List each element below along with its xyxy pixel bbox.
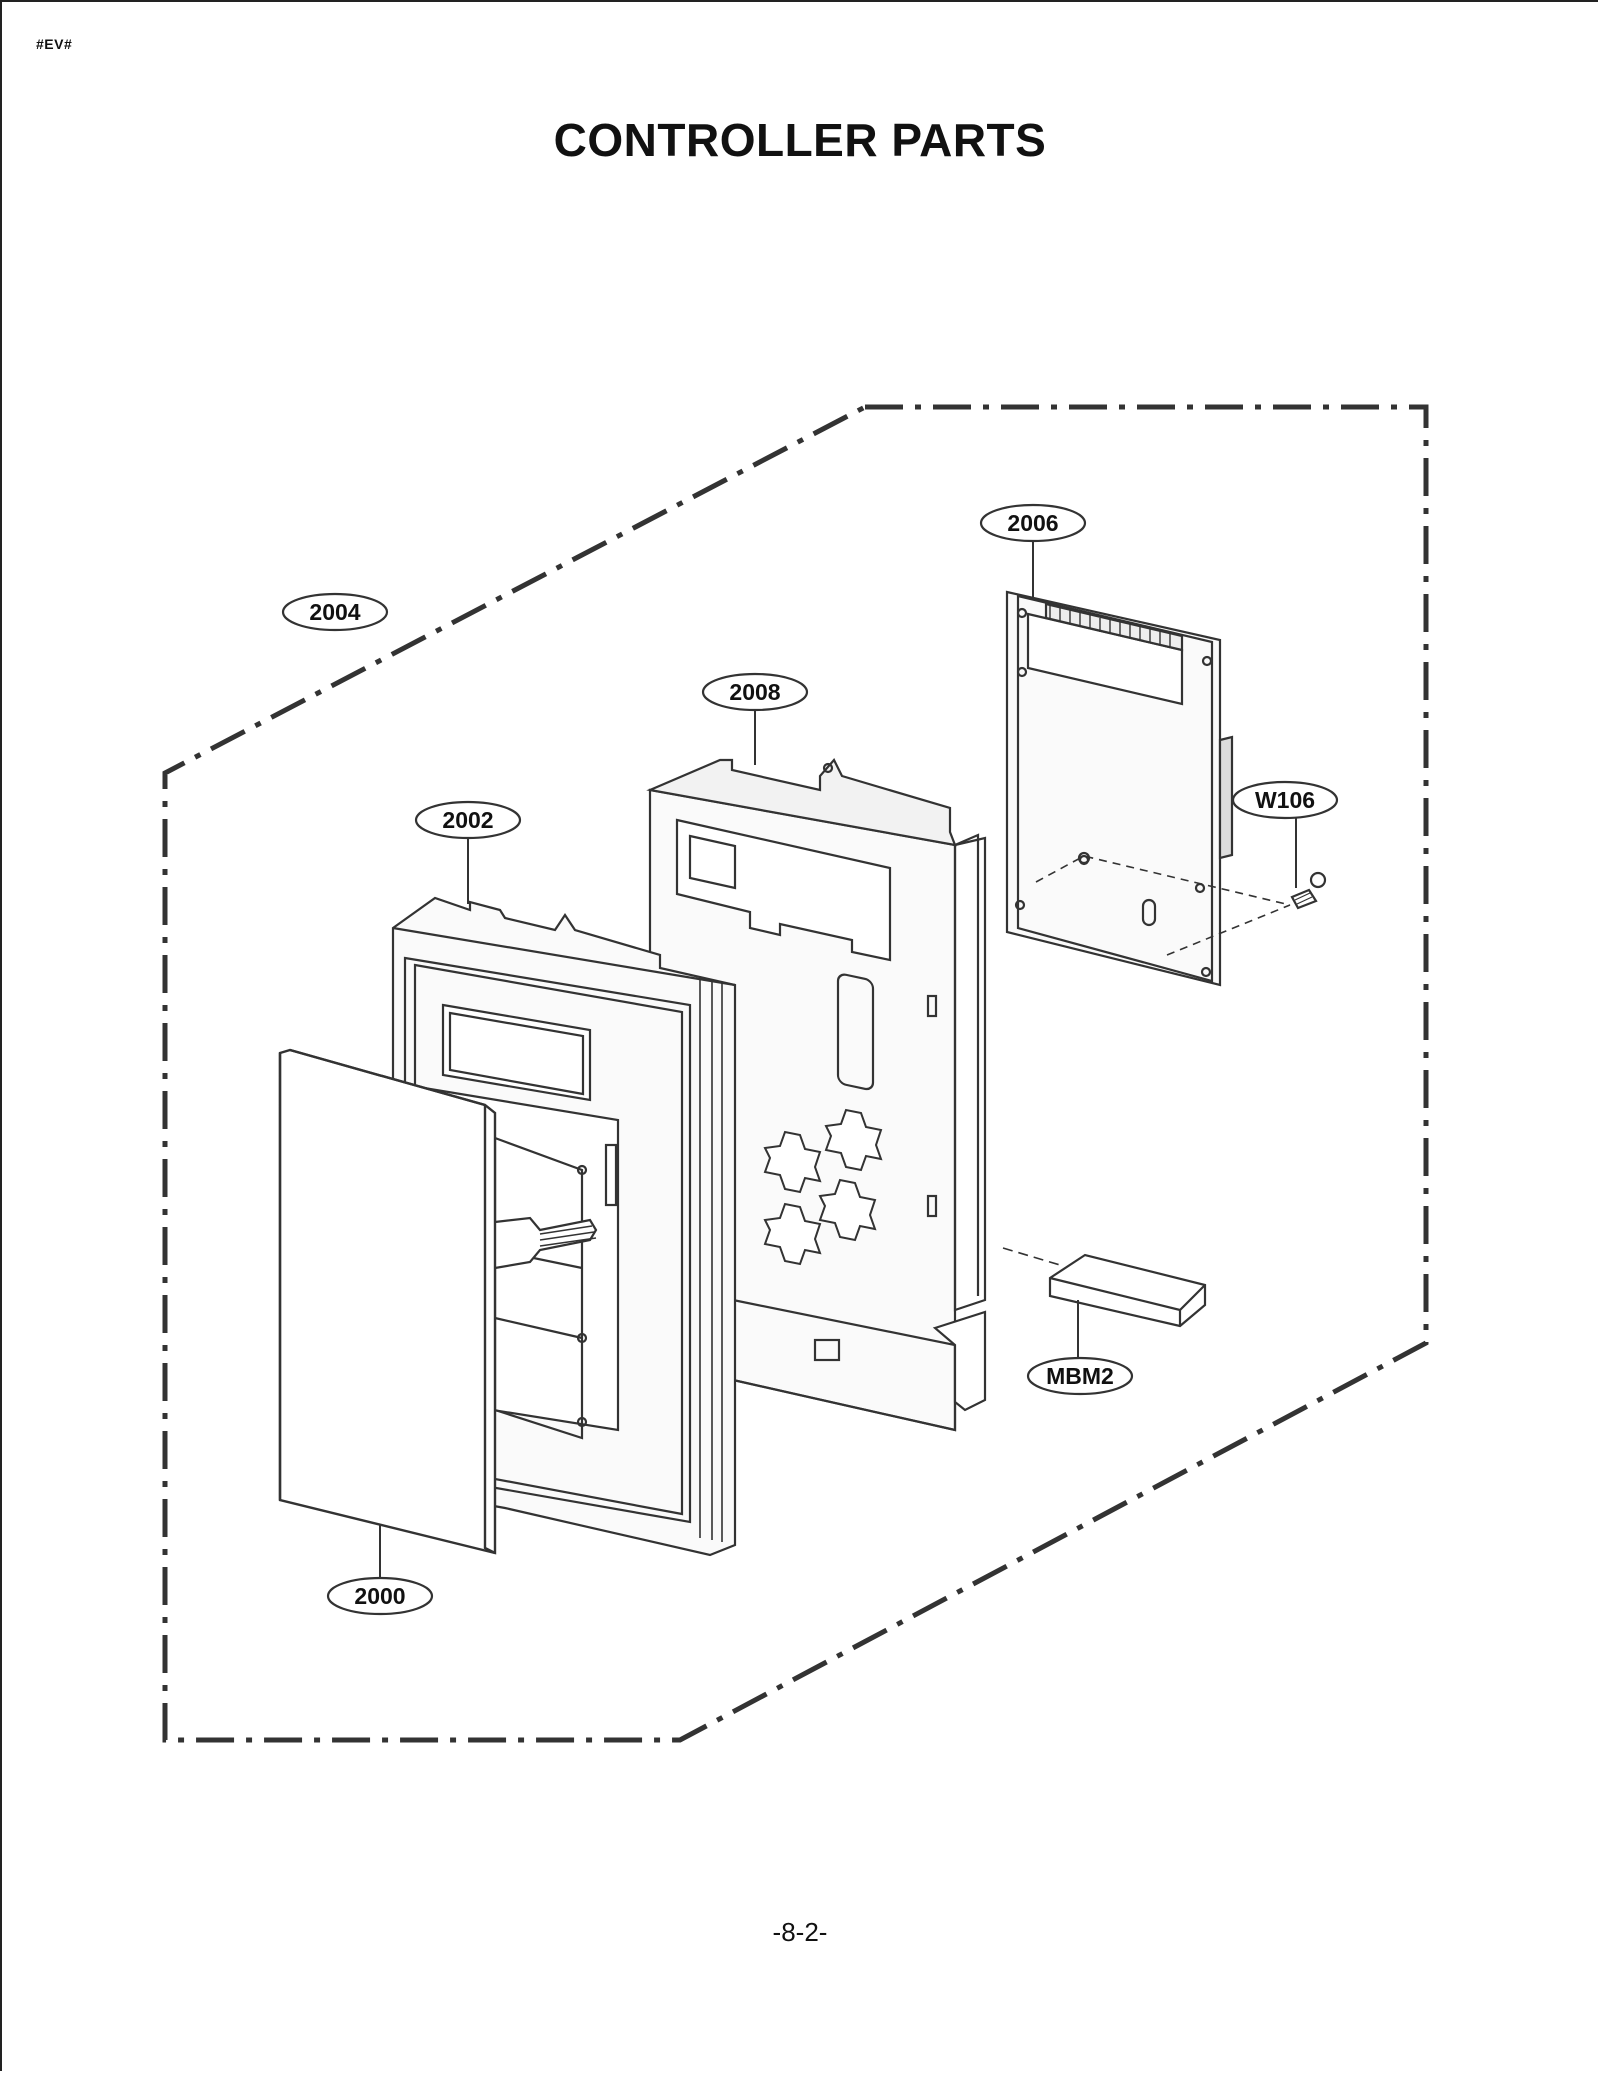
- assembly-boundary: [162, 404, 1429, 1743]
- callout-2008: 2008: [701, 672, 809, 765]
- document-tag: #EV#: [36, 36, 73, 52]
- callout-2004-label: 2004: [309, 599, 360, 625]
- callout-2000-label: 2000: [354, 1583, 405, 1609]
- callout-2004: 2004: [281, 592, 389, 632]
- callout-2000: 2000: [326, 1525, 434, 1616]
- callout-2002-label: 2002: [442, 807, 493, 833]
- callout-2008-label: 2008: [729, 679, 780, 705]
- page-number: -8-2-: [772, 1917, 828, 1947]
- callout-W106-label: W106: [1255, 787, 1315, 813]
- part-2006-pcb: [1005, 590, 1327, 987]
- callout-MBM2-label: MBM2: [1046, 1363, 1114, 1389]
- callout-MBM2: MBM2: [1026, 1300, 1134, 1396]
- callout-2006-label: 2006: [1007, 510, 1058, 536]
- part-2000-sheet: [278, 1048, 497, 1555]
- callout-2002: 2002: [414, 800, 522, 904]
- callout-W106: W106: [1231, 780, 1339, 888]
- page-title: CONTROLLER PARTS: [553, 114, 1047, 166]
- part-MBM2: [1002, 1247, 1207, 1328]
- callout-2006: 2006: [979, 503, 1087, 600]
